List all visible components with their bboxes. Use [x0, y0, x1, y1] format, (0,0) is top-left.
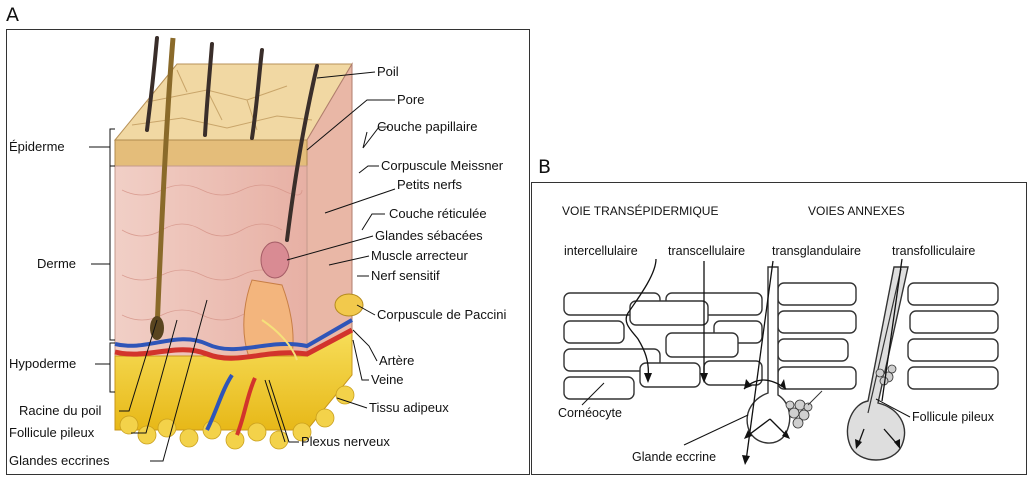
- bracket-hypoderme: [110, 343, 115, 392]
- penetration-routes-diagram: VOIE TRANSÉPIDERMIQUE VOIES ANNEXES inte…: [532, 183, 1028, 476]
- label-corpuscule-de-paccini: Corpuscule de Paccini: [377, 307, 506, 322]
- epidermis-front: [115, 140, 307, 166]
- label-intercellulaire: intercellulaire: [564, 244, 638, 258]
- stratum-corneum-cells: [564, 283, 998, 399]
- panel-a-skin-diagram: Épiderme Derme Hypoderme Racine du poil …: [6, 29, 530, 475]
- label-veine: Veine: [371, 372, 404, 387]
- sebaceous-gland: [261, 242, 289, 278]
- corneocyte-cell: [908, 283, 998, 305]
- label-glandes-sebacees: Glandes sébacées: [375, 228, 483, 243]
- skin-cross-section: Épiderme Derme Hypoderme Racine du poil …: [7, 30, 531, 476]
- label-tissu-adipeux: Tissu adipeux: [369, 400, 449, 415]
- bracket-epiderme: [110, 129, 115, 166]
- header-voie-transepidermique: VOIE TRANSÉPIDERMIQUE: [562, 203, 718, 218]
- label-hypoderme: Hypoderme: [9, 356, 76, 371]
- panel-a-letter: A: [6, 4, 19, 26]
- corneocyte-cell: [778, 367, 856, 389]
- label-derme: Derme: [37, 256, 76, 271]
- leader-glande-eccrine: [684, 415, 748, 445]
- label-transfolliculaire: transfolliculaire: [892, 244, 975, 258]
- skin-block-illustration: [115, 38, 363, 449]
- label-couche-papillaire: Couche papillaire: [377, 119, 477, 134]
- label-transcellulaire: transcellulaire: [668, 244, 745, 258]
- corneocyte-cell: [908, 367, 998, 389]
- corneocyte-cell: [704, 361, 762, 385]
- label-nerf-sensitif: Nerf sensitif: [371, 268, 440, 283]
- label-transglandulaire: transglandulaire: [772, 244, 861, 258]
- corneocyte-cell: [778, 283, 856, 305]
- label-pore: Pore: [397, 92, 424, 107]
- bracket-derme: [110, 166, 115, 340]
- label-corneocyte: Cornéocyte: [558, 406, 622, 420]
- label-follicule-pileux-b: Follicule pileux: [912, 410, 995, 424]
- label-corpuscule-meissner: Corpuscule Meissner: [381, 158, 504, 173]
- label-follicule-pileux: Follicule pileux: [9, 425, 95, 440]
- label-muscle-arrecteur: Muscle arrecteur: [371, 248, 468, 263]
- label-glandes-eccrines: Glandes eccrines: [9, 453, 110, 468]
- label-poil: Poil: [377, 64, 399, 79]
- paccini-corpuscle: [335, 294, 363, 316]
- label-racine-du-poil: Racine du poil: [19, 403, 101, 418]
- corneocyte-cell: [778, 339, 848, 361]
- label-artere: Artère: [379, 353, 414, 368]
- label-petits-nerfs: Petits nerfs: [397, 177, 463, 192]
- corneocyte-cell: [630, 301, 708, 325]
- label-couche-reticulee: Couche réticulée: [389, 206, 487, 221]
- corneocyte-cell: [666, 333, 738, 357]
- leader-meissner: [359, 166, 379, 173]
- label-epiderme: Épiderme: [9, 139, 65, 154]
- corneocyte-cell: [778, 311, 856, 333]
- leader-veine: [353, 340, 369, 380]
- label-plexus-nerveux: Plexus nerveux: [301, 434, 390, 449]
- corneocyte-cell: [910, 311, 998, 333]
- corneocyte-cell: [908, 339, 998, 361]
- corneocyte-cell: [564, 321, 624, 343]
- label-glande-eccrine: Glande eccrine: [632, 450, 716, 464]
- panel-b-letter: B: [538, 156, 551, 178]
- header-voies-annexes: VOIES ANNEXES: [808, 204, 905, 218]
- panel-b-penetration-routes: VOIE TRANSÉPIDERMIQUE VOIES ANNEXES inte…: [531, 182, 1027, 475]
